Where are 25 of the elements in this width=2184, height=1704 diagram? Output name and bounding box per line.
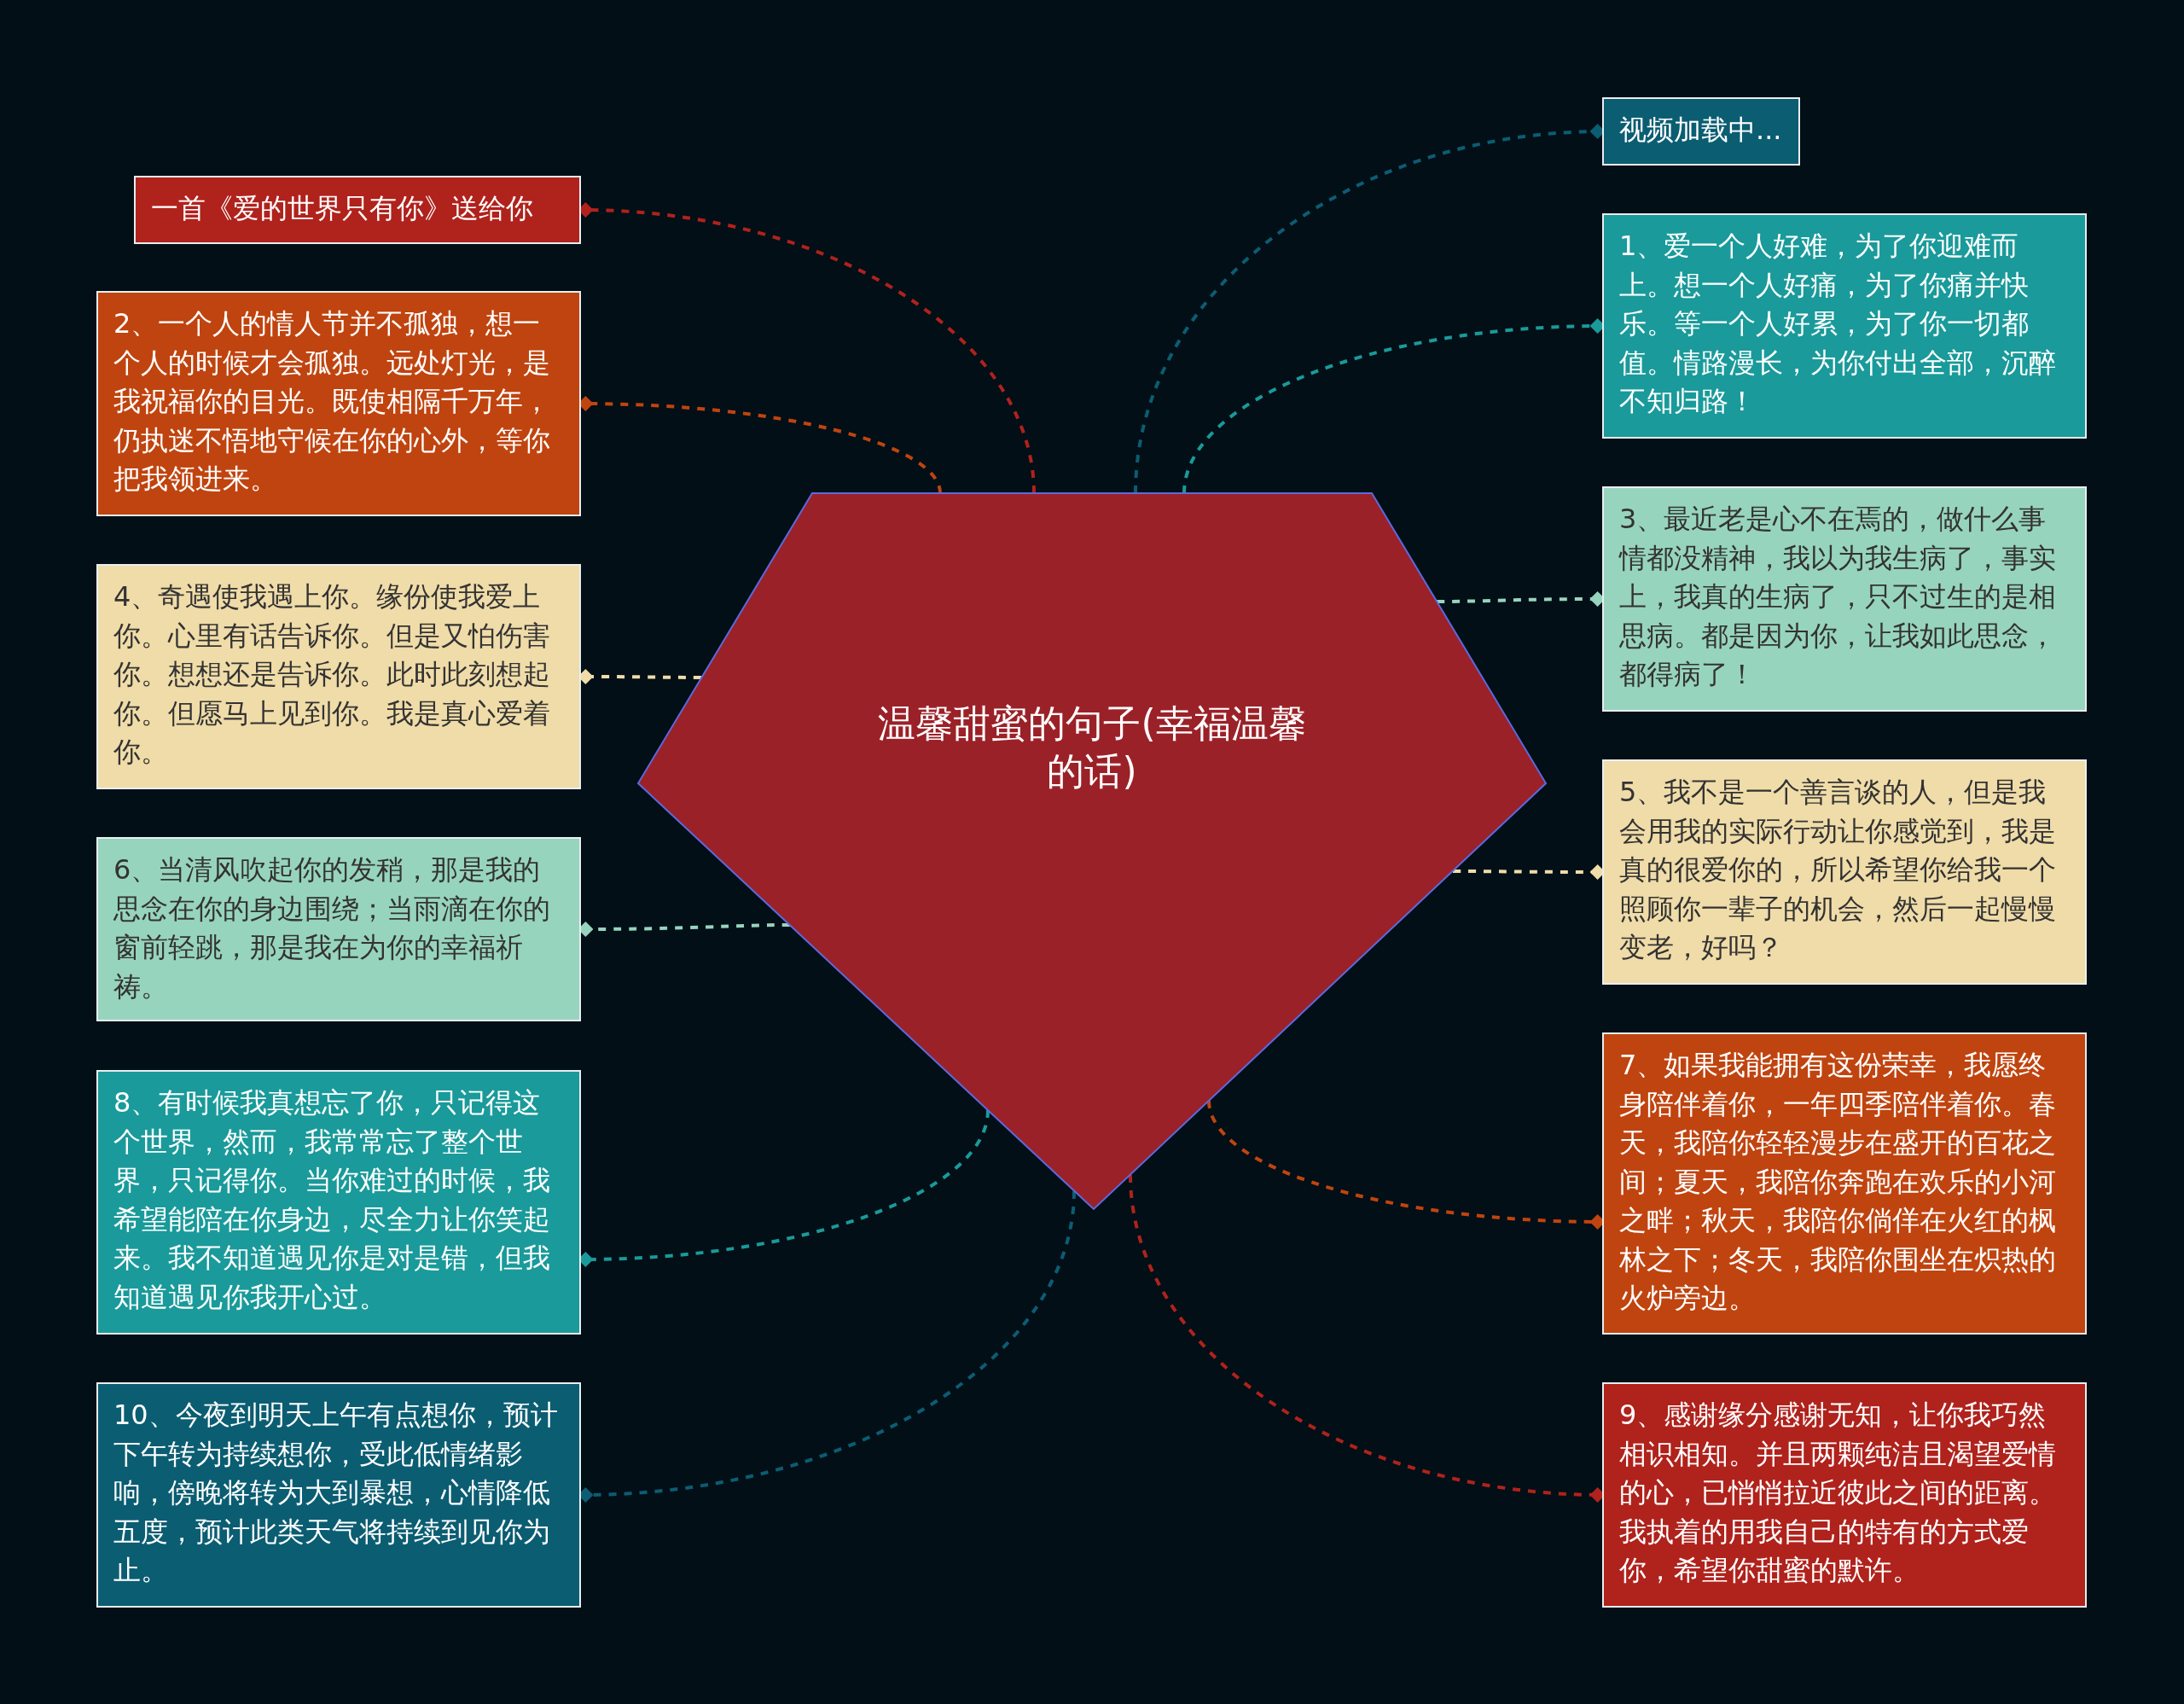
quote-text: 4、奇遇使我遇上你。缘份使我爱上你。心里有话告诉你。但是又怕伤害你。想想还是告诉你。此时此刻想起你。但愿马上见到你。我是真心爱着你。 [113, 579, 551, 770]
quote-card [96, 1070, 581, 1335]
quote-text: 1、爱一个人好难，为了你迎难而上。想一个人好痛，为了你痛并快乐。等一个人好累，为了你一切都值。情路漫长，为你付出全部，沉醉不知归路！ [1619, 229, 2057, 419]
quote-text: 9、感谢缘分感谢无知，让你我巧然相识相知。并且两颗纯洁且渴望爱情的心，已悄悄拉近彼此之间的距离。我执着的用我自己的特有的方式爱你，希望你甜蜜的默许。 [1619, 1398, 2057, 1588]
quote-text: 2、一个人的情人节并不孤独，想一个人的时候才会孤独。远处灯光，是我祝福你的目光。既使相隔千万年，仍执迷不悟地守候在你的心外，等你把我领进来。 [113, 306, 551, 497]
quote-text: 6、当清风吹起你的发稍，那是我的思念在你的身边围绕；当雨滴在你的窗前轻跳，那是我在为你的幸福祈祷。 [113, 852, 551, 1004]
quote-text: 10、今夜到明天上午有点想你，预计下午转为持续想你，受此低情绪影响，傍晚将转为大到暴想，心情降低五度，预计此类天气将持续到见你为止。 [113, 1398, 559, 1588]
quote-text: 7、如果我能拥有这份荣幸，我愿终身陪伴着你，一年四季陪伴着你。春天，我陪你轻轻漫步在盛开的百花之间；夏天，我陪你奔跑在欢乐的小河之畔；秋天，我陪你倘佯在火红的枫林之下；冬天，我陪你围坐在炽热的火炉旁边。 [1619, 1048, 2057, 1316]
quote-card [1602, 1382, 2087, 1608]
quote-card [1602, 759, 2087, 985]
quote-text: 5、我不是一个善言谈的人，但是我会用我的实际行动让你感觉到，我是真的很爱你的，所以希望你给我一个照顾你一辈子的机会，然后一起慢慢变老，好吗？ [1619, 775, 2057, 965]
quote-card [1602, 1032, 2087, 1335]
quote-card [96, 564, 581, 789]
quote-card [1602, 97, 1800, 166]
quote-text: 视频加载中... [1619, 113, 1782, 148]
quote-text: 3、最近老是心不在焉的，做什么事情都没精神，我以为我生病了，事实上，我真的生病了，只不过生的是相思病。都是因为你，让我如此思念，都得病了！ [1619, 502, 2057, 692]
quote-card [96, 837, 581, 1021]
quote-text: 8、有时候我真想忘了你，只记得这个世界，然而，我常常忘了整个世界，只记得你。当你难过的时候，我希望能陪在你身边，尽全力让你笑起来。我不知道遇见你是对是错，但我知道遇见你我开心过。 [113, 1085, 551, 1315]
quote-card [1602, 213, 2087, 439]
quote-card [1602, 486, 2087, 712]
topic-title: 温馨甜蜜的句子(幸福温馨的话) [877, 701, 1307, 794]
quote-text: 一首《爱的世界只有你》送给你 [151, 191, 533, 226]
quote-card [134, 176, 581, 244]
quote-card [96, 1382, 581, 1608]
quote-card [96, 291, 581, 516]
